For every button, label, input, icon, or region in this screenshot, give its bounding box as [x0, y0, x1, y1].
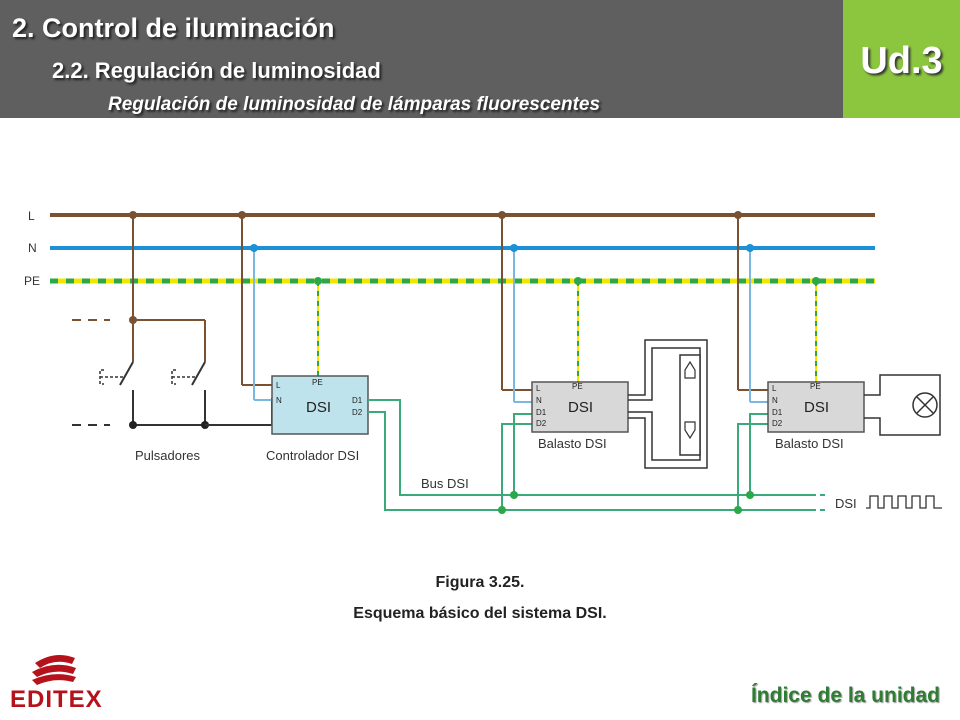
line-label-l: L — [28, 209, 35, 223]
editex-logo-text: EDITEX — [10, 686, 103, 713]
figure-number: Figura 3.25. — [435, 574, 525, 591]
ballast1-pin-pe: PE — [572, 382, 583, 391]
ballast1-name: DSI — [568, 399, 593, 416]
bus-label: Bus DSI — [421, 476, 469, 491]
signal-waveform — [866, 495, 942, 509]
controller-pin-l: L — [276, 381, 281, 390]
page-subtitle: 2.2. Regulación de luminosidad — [52, 58, 381, 83]
ballast1-pin-d1: D1 — [536, 408, 547, 417]
controller-pin-d2: D2 — [352, 408, 363, 417]
ballast2-pin-d1: D1 — [772, 408, 783, 417]
ballast2-pin-n: N — [772, 396, 778, 405]
unit-badge: Ud.3 — [843, 0, 960, 118]
ballast2-pin-l: L — [772, 384, 777, 393]
controller-name: DSI — [306, 399, 331, 416]
controller-pin-d1: D1 — [352, 396, 363, 405]
dsi-controller — [271, 375, 369, 435]
unit-label: Ud.3 — [860, 40, 943, 82]
controller-pin-n: N — [276, 396, 282, 405]
dsi-wiring-diagram: L N PE Pulsadores DSI L N PE D1 — [24, 209, 942, 514]
ballast2-pin-pe: PE — [810, 382, 821, 391]
ballast2-name: DSI — [804, 399, 829, 416]
ballast2-label: Balasto DSI — [775, 436, 844, 451]
pulsadores-label: Pulsadores — [135, 448, 201, 463]
fluorescent-lamp — [628, 339, 708, 469]
section-title: Regulación de luminosidad de lámparas fl… — [108, 94, 601, 115]
ballast2-pin-d2: D2 — [772, 419, 783, 428]
page-title: 2. Control de iluminación — [12, 13, 335, 43]
dsi-ballast-1 — [531, 381, 629, 433]
ballast1-label: Balasto DSI — [538, 436, 607, 451]
line-label-n: N — [28, 241, 37, 255]
editex-logo-icon — [32, 654, 76, 685]
header-bar: 2. Control de iluminación 2.2. Regulació… — [0, 0, 843, 118]
lamp-icon — [864, 374, 941, 436]
ballast1-pin-n: N — [536, 396, 542, 405]
ballast1-pin-d2: D2 — [536, 419, 547, 428]
figure-description: Esquema básico del sistema DSI. — [353, 605, 607, 622]
unit-index-link[interactable]: Índice de la unidad — [750, 684, 940, 707]
controller-label: Controlador DSI — [266, 448, 359, 463]
controller-pin-pe: PE — [312, 378, 323, 387]
signal-label: DSI — [835, 496, 857, 511]
ballast1-pin-l: L — [536, 384, 541, 393]
dsi-ballast-2 — [767, 381, 865, 433]
line-label-pe: PE — [24, 274, 40, 288]
